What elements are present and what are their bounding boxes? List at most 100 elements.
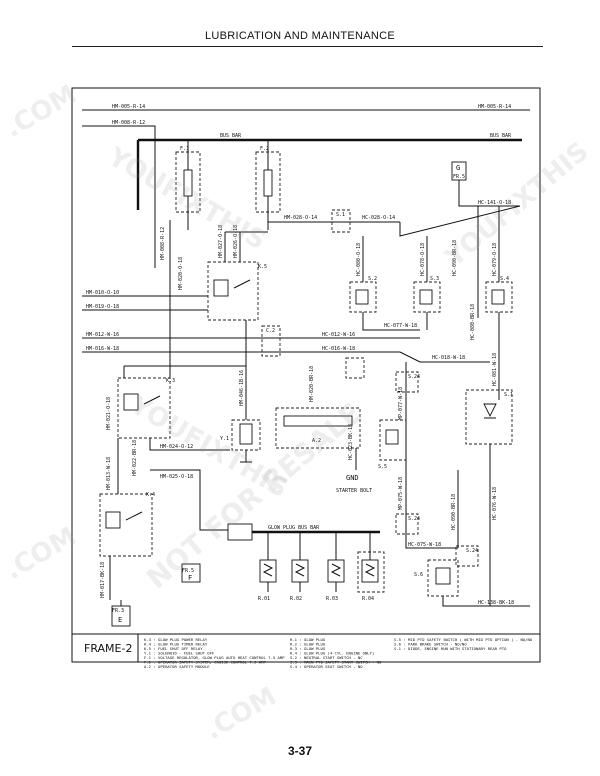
svg-text:C.2: C.2	[266, 328, 275, 334]
component-label: S.2	[368, 276, 377, 282]
wire-label: HC-141-O-18	[478, 200, 511, 206]
relay-k3-coil	[123, 393, 139, 411]
wire-hc-141	[458, 180, 520, 207]
diagram-frame	[71, 87, 541, 663]
bus-bar-label: BUS BAR	[490, 133, 512, 139]
component-label: S.24	[466, 548, 478, 554]
wire-label: HM-012-W-16	[86, 332, 119, 338]
glow-plug-r3	[327, 559, 345, 583]
switch-s4	[491, 289, 505, 305]
switch-s3	[419, 289, 433, 305]
component-label: R.03	[326, 596, 338, 602]
wire-label: HM-024-O-12	[160, 444, 193, 450]
legend-item: S.1 : DIODE, ENGINE RUN WITH STATIONARY …	[394, 646, 507, 651]
ref-f-frame: FR.5	[182, 568, 194, 574]
legend-item: K.4 : GLOW PLUG TIMER RELAY	[144, 642, 208, 647]
component-label: R.04	[362, 596, 374, 602]
module-a2-outline	[275, 407, 361, 449]
relay-k4-coil	[105, 511, 121, 529]
component-label: S.6	[414, 572, 423, 578]
wire-label: HM-005-R-14	[112, 104, 145, 110]
legend-item: S.3 : MAIN PTO SAFETY START SWITCH - NO	[290, 660, 382, 665]
switch-outline	[345, 357, 365, 379]
glow-plug-r4	[361, 559, 379, 583]
vertical-wire-labels: HM-008-R-12 HM-020-O-18 HM-027-O-18 HM-0…	[100, 225, 498, 598]
gnd-label: GND	[346, 474, 359, 482]
diagram-legend: K.3 : GLOW PLUG POWER RELAY K.4 : GLOW P…	[144, 637, 533, 669]
wire-label: HM-005-R-14	[478, 104, 511, 110]
frame-title: FRAME-2	[84, 642, 132, 655]
relay-k5-contact	[233, 279, 251, 289]
component-label: S.1	[504, 392, 513, 398]
diode-outline	[465, 389, 513, 445]
glow-plugs: R.01 R.02 R.03 R.04	[258, 532, 385, 602]
wire-label: HM-016-W-18	[86, 346, 119, 352]
ref-f-box	[181, 563, 201, 583]
wire-label: HM-008-R-12	[112, 120, 145, 126]
diode-symbol	[483, 403, 497, 418]
wire-label: HC-012-W-16	[322, 332, 355, 338]
relay-k3-outline	[117, 377, 171, 439]
wire-label: HM-013-W-18	[106, 457, 112, 490]
ref-g-frame: FR.5	[453, 174, 465, 180]
wire-label: HC-090-BR-18	[452, 240, 458, 276]
legend-item: K.3 : GLOW PLUG POWER RELAY	[144, 637, 208, 642]
component-label: S.3	[430, 276, 439, 282]
component-label: K.3	[166, 378, 175, 384]
wire-label: HC-138-BK-18	[478, 600, 514, 606]
wire-label: HM-008-R-12	[160, 227, 166, 260]
page-header: LUBRICATION AND MAINTENANCE	[204, 30, 396, 42]
switch-s2	[355, 289, 369, 305]
wire-label: HC-028-O-14	[362, 215, 395, 221]
wire-label: MP-075-W-18	[398, 477, 404, 510]
ref-e: E	[118, 616, 122, 624]
switch-s24-outline	[395, 371, 419, 393]
wire-label: HC-077-W-18	[384, 323, 417, 329]
component-label: A.2	[312, 438, 321, 444]
fuse-f1	[183, 169, 193, 197]
ref-e-frame: FR.3	[112, 608, 124, 614]
wire-label: HM-025-O-18	[160, 474, 193, 480]
wire-label: HM-020-O-18	[178, 257, 184, 290]
relay-k5-coil	[213, 279, 229, 297]
legend-item: R.1 : GLOW PLUG	[290, 637, 326, 642]
component-label: S.5	[378, 464, 387, 470]
component-label: R.02	[290, 596, 302, 602]
switch-outline	[261, 325, 281, 357]
component-label: K.4	[146, 492, 155, 498]
switch-s24-outline	[395, 513, 419, 535]
wire-label: HC-081-W-18	[492, 353, 498, 386]
wire-label: HC-016-W-18	[322, 346, 355, 352]
wire-label: HM-046-1B-16	[239, 370, 245, 406]
gnd-sub-label: STARTER BOLT	[336, 488, 372, 494]
page-number: 3-37	[287, 744, 313, 758]
wire-label: HM-017-BK-18	[100, 562, 106, 598]
wire-label: HM-020-BR-18	[309, 366, 315, 402]
glow-bus-label: GLOW PLUG BUS BAR	[268, 525, 320, 531]
bus-bar-label: BUS BAR	[220, 133, 242, 139]
wire-label: HC-090-BR-18	[451, 494, 457, 530]
ref-g: G	[456, 164, 460, 172]
legend-item: R.2 : GLOW PLUG	[290, 642, 326, 647]
legend-item: S.4 : OPERATOR SEAT SWITCH - NO	[290, 664, 363, 669]
wire-label: HM-027-O-18	[218, 225, 224, 258]
wire-label: HC-018-W-18	[432, 355, 465, 361]
component-label: Y.1	[220, 436, 229, 442]
legend-item: S.2 : NEUTRAL START SWITCH - NC	[290, 655, 363, 660]
wire-label: MP-077-W-18	[398, 387, 404, 420]
switch-s6	[435, 567, 451, 585]
legend-item: Y.1 : SOLENOID - FUEL SHUT OFF	[144, 651, 215, 656]
component-label: S.24	[408, 374, 420, 380]
switch-s5	[385, 429, 399, 445]
relay-k5-outline	[207, 261, 259, 321]
legend-item: S.5 : MID PTO SAFETY SWITCH ( WITH MID P…	[394, 637, 533, 642]
legend-item: K.5 : FUEL SHUT OFF RELAY	[144, 646, 203, 651]
component-label: F.2	[260, 146, 269, 152]
legend-item: R.3 : GLOW PLUG	[290, 646, 326, 651]
component-label: K.5	[258, 264, 267, 270]
wire-label: HC-023-BK-18	[348, 424, 354, 460]
ref-f: F	[188, 574, 192, 582]
component-label: F.1	[180, 146, 189, 152]
legend-item: A.2 : OPERATOR SAFETY MODULE	[144, 664, 210, 669]
